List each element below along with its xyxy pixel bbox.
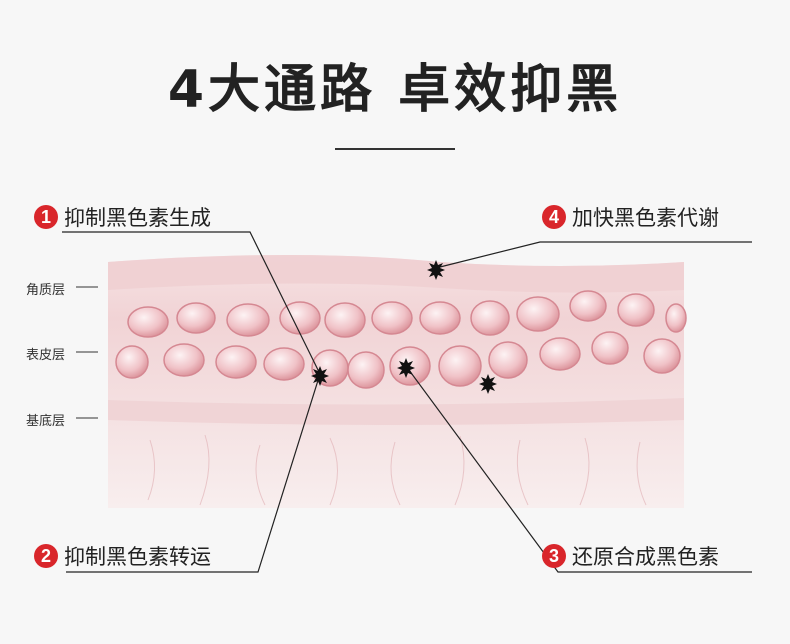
callout-badge-4: 4 <box>542 205 566 229</box>
callout-line-2 <box>66 373 321 573</box>
callout-text-4: 加快黑色素代谢 <box>572 206 719 230</box>
callout-lines <box>62 231 752 573</box>
callout-badge-3: 3 <box>542 544 566 568</box>
callout-line-4 <box>435 241 752 269</box>
callout-text-2: 抑制黑色素转运 <box>64 545 211 569</box>
callout-text-1: 抑制黑色素生成 <box>64 206 211 230</box>
layer-label-epidermis: 表皮层 <box>26 348 66 363</box>
callout-1: 1 抑制黑色素生成 <box>34 202 211 232</box>
callout-badge-1: 1 <box>34 205 58 229</box>
callout-line-3 <box>405 365 752 573</box>
melanin-marker-3 <box>397 358 415 378</box>
callout-badge-2: 2 <box>34 544 58 568</box>
melanin-marker-1 <box>311 366 329 386</box>
layer-ticks <box>76 286 98 419</box>
callout-line-1 <box>62 231 321 375</box>
callout-4: 4 加快黑色素代谢 <box>542 202 719 232</box>
melanin-markers <box>311 260 497 394</box>
callout-2: 2 抑制黑色素转运 <box>34 541 211 571</box>
page-title: 4大通路 卓效抑黑 <box>167 60 623 120</box>
layer-label-basal: 基底层 <box>26 414 66 429</box>
melanin-marker-4 <box>427 260 445 280</box>
melanin-marker-extra <box>479 374 497 394</box>
title-divider <box>335 148 455 150</box>
cell-row-upper <box>127 290 687 338</box>
callout-text-3: 还原合成黑色素 <box>572 545 719 569</box>
layer-label-corneum: 角质层 <box>26 283 66 298</box>
basal-band <box>108 398 684 425</box>
stratum-corneum-band <box>108 255 684 293</box>
callout-3: 3 还原合成黑色素 <box>542 541 719 571</box>
